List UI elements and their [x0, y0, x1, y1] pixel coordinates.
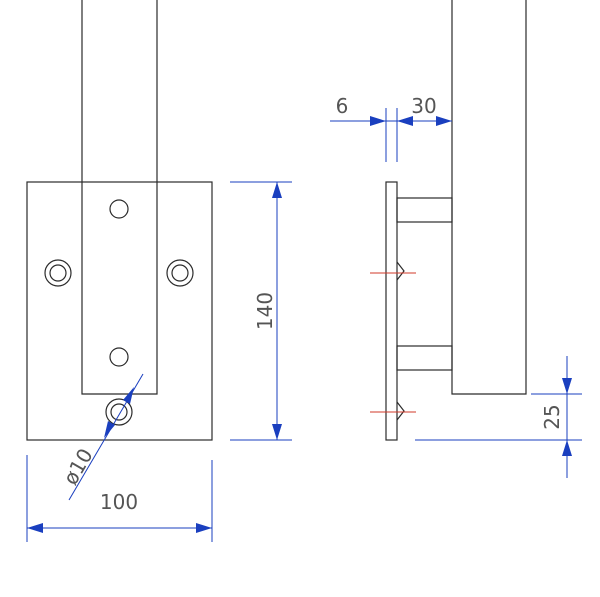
- post-hole-bottom: [109, 347, 129, 367]
- dimension-100: 100: [26, 455, 213, 542]
- lower-bracket: [396, 345, 453, 371]
- dimension-thickness-offset: 6 30: [330, 94, 452, 162]
- dimension-diameter: ø10: [58, 373, 144, 501]
- centerlines: [370, 272, 416, 413]
- post: [81, 0, 158, 395]
- upper-bracket: [396, 197, 453, 223]
- dimension-140: 140: [230, 181, 292, 441]
- side-plate: [385, 181, 398, 441]
- bolt-bottom: [105, 398, 133, 426]
- dimension-diameter-label: ø10: [58, 444, 98, 489]
- side-post: [451, 0, 527, 395]
- dimension-140-label: 140: [253, 292, 277, 330]
- front-view: [26, 0, 213, 441]
- base-plate: [26, 181, 213, 441]
- dimension-6-label: 6: [336, 94, 349, 118]
- dimension-25: 25: [415, 356, 582, 478]
- dimension-25-label: 25: [540, 404, 564, 429]
- bolt-right: [166, 259, 194, 287]
- dimension-100-label: 100: [100, 490, 138, 514]
- side-view: [385, 0, 527, 441]
- post-hole-top: [109, 199, 129, 219]
- bolt-left: [44, 259, 72, 287]
- dimension-30-label: 30: [411, 94, 436, 118]
